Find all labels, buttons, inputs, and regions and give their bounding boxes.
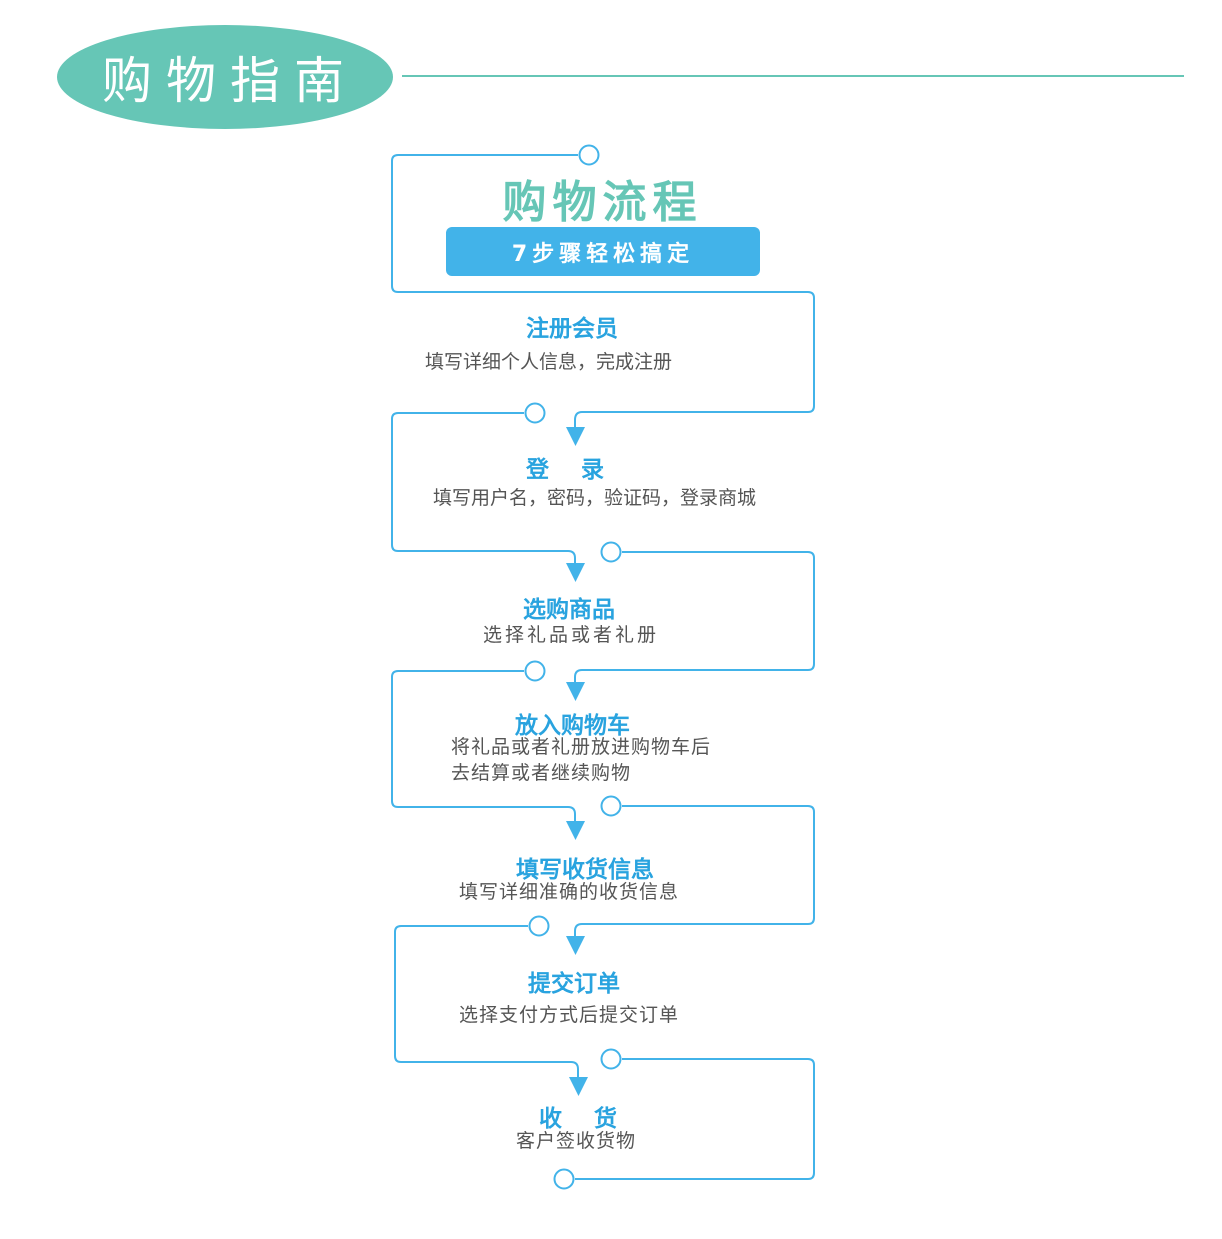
step-5-title: 填写收货信息 <box>516 857 654 883</box>
step-7-desc: 客户签收货物 <box>516 1130 637 1152</box>
connector-loop-1 <box>391 412 576 570</box>
connector-ring-4 <box>524 660 546 682</box>
flow-subtitle: 7步骤轻松搞定 <box>511 241 695 267</box>
connector-loop-4 <box>574 805 815 942</box>
arrow-down-icon <box>566 936 585 955</box>
arrow-down-icon <box>566 563 585 582</box>
arrow-down-icon <box>566 427 585 446</box>
step-2-title: 登 录 <box>526 457 605 483</box>
step-5-desc: 填写详细准确的收货信息 <box>459 881 680 903</box>
flow-title: 购物流程 <box>502 177 703 228</box>
connector-ring-5 <box>600 795 622 817</box>
step-2-desc: 填写用户名，密码，验证码，登录商城 <box>433 487 757 509</box>
connector-loop-2 <box>574 551 815 686</box>
connector-loop-5 <box>394 925 579 1082</box>
guide-title: 购物指南 <box>102 52 358 110</box>
header-divider <box>402 75 1184 77</box>
connector-ring-1 <box>578 144 600 166</box>
arrow-down-icon <box>566 821 585 840</box>
step-4-title: 放入购物车 <box>515 713 630 739</box>
step-7-title: 收 货 <box>539 1106 618 1132</box>
step-4-desc-line1: 将礼品或者礼册放进购物车后 <box>451 736 712 758</box>
step-3-desc: 选择礼品或者礼册 <box>483 624 660 646</box>
connector-loop-3 <box>391 670 576 826</box>
flow-subtitle-banner: 7步骤轻松搞定 <box>446 227 760 276</box>
step-6-desc: 选择支付方式后提交订单 <box>459 1004 680 1026</box>
connector-ring-2 <box>524 402 546 424</box>
step-1-desc: 填写详细个人信息，完成注册 <box>425 351 673 373</box>
step-3-title: 选购商品 <box>523 597 615 623</box>
connector-ring-8 <box>553 1168 575 1190</box>
connector-title-box <box>391 154 815 430</box>
connector-ring-3 <box>600 541 622 563</box>
connector-loop-6 <box>575 1058 815 1180</box>
connector-ring-7 <box>600 1048 622 1070</box>
arrow-down-icon <box>569 1077 588 1096</box>
step-1-title: 注册会员 <box>526 316 618 342</box>
connector-ring-6 <box>528 915 550 937</box>
arrow-down-icon <box>566 682 585 701</box>
guide-badge: 购物指南 <box>57 25 393 129</box>
step-4-desc-line2: 去结算或者继续购物 <box>451 762 632 784</box>
step-6-title: 提交订单 <box>528 971 620 997</box>
